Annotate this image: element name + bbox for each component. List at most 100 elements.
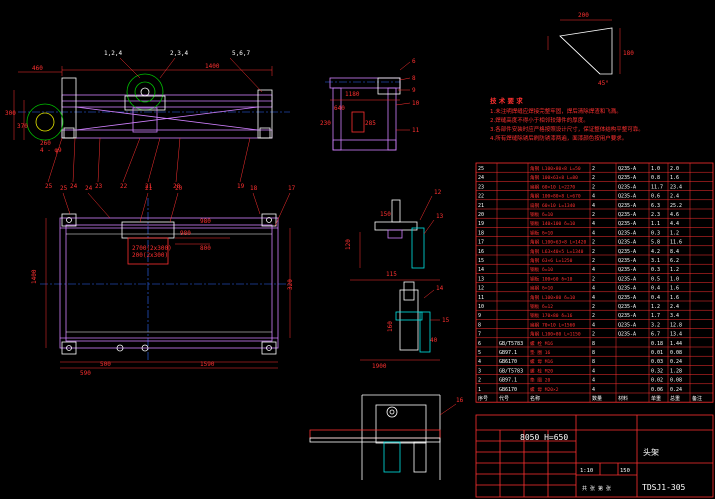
parts-table-cell: 角钢 L100×80 δ=10: [530, 294, 575, 301]
title-block: [475, 414, 714, 498]
top-dim-c: 800: [200, 245, 211, 252]
parts-table-cell: 4: [592, 387, 595, 393]
parts-table-cell: 螺 母 M20×2: [530, 386, 559, 393]
parts-table-cell: 20: [478, 212, 484, 218]
parts-table-cell: 2: [592, 175, 595, 181]
parts-table-cell: Q235-A: [618, 267, 636, 273]
parts-table-cell: 角钢 L100×80×8 L=50: [530, 165, 581, 172]
title-block-sheet: 共 张 第 张: [582, 485, 611, 492]
parts-table-cell: 1.7: [651, 313, 660, 319]
parts-table-cell: Q235-A: [618, 249, 636, 255]
top-dim-height: 1400: [31, 269, 38, 284]
parts-table-cell: 钢板 170×80 δ=16: [530, 312, 573, 319]
parts-table-cell: 1.0: [651, 166, 660, 172]
parts-table-cell: 角钢 L100×80 L=1150: [530, 331, 581, 338]
parts-table-cell: 12.8: [670, 322, 682, 328]
parts-table-cell: Q235-A: [618, 295, 636, 301]
parts-table-cell: 2.4: [670, 194, 679, 200]
top-label-18: 18: [250, 185, 258, 192]
section-label-14: 14: [436, 285, 444, 292]
parts-table-cell: 垫 圈 16: [530, 349, 550, 356]
parts-table-cell: 扁钢 70×10 L=1560: [530, 321, 575, 328]
parts-table-cell: 6: [478, 341, 481, 347]
parts-table-cell: 0.03: [651, 359, 663, 365]
parts-table-cell: 0.6: [651, 194, 660, 200]
parts-table-cell: 4: [592, 267, 595, 273]
parts-table-cell: 2.4: [670, 304, 679, 310]
top-dim-e: 1590: [200, 361, 215, 368]
section-view: [350, 195, 440, 361]
parts-table-cell: 8: [592, 359, 595, 365]
front-label-21: 21: [145, 183, 153, 190]
side-label-10: 10: [412, 100, 420, 107]
section-dim-120: 120: [345, 239, 352, 250]
top-dim-g: 320: [287, 279, 294, 290]
section-dim-40: 40: [430, 337, 438, 344]
parts-table-cell: 2: [592, 212, 595, 218]
parts-table-cell: Q235-A: [618, 304, 636, 310]
side-dim-230: 230: [320, 120, 331, 127]
parts-table-cell: 扁钢 60×10 L=2270: [530, 183, 575, 190]
detail-dim-angle: 45°: [598, 80, 609, 87]
parts-table-cell: 0.18: [651, 341, 663, 347]
parts-table-cell: 21: [478, 203, 484, 209]
parts-table-header-cell: 总重: [670, 395, 680, 402]
parts-table-cell: 25: [478, 166, 484, 172]
side-view: [325, 61, 411, 151]
parts-table-cell: 0.01: [651, 350, 663, 356]
side-label-11: 11: [412, 127, 420, 134]
parts-table-cell: 螺 母 M16: [530, 358, 553, 365]
parts-table-cell: 2: [592, 276, 595, 282]
notes-line-3: 3.各部件安装时应严格按照设计尺寸，保证整体结构平整可靠。: [490, 125, 644, 133]
parts-table-cell: 2: [592, 258, 595, 264]
parts-table-cell: GB/T5783: [499, 341, 523, 347]
parts-table-header-cell: 数量: [592, 395, 602, 402]
parts-table-cell: 3: [478, 368, 481, 374]
parts-table-cell: 1.2: [651, 304, 660, 310]
front-label-25: 25: [45, 183, 53, 190]
front-dim-width: 1400: [205, 63, 220, 70]
callout-1-2-4: 1,2,4: [104, 50, 122, 57]
parts-table-cell: 8.4: [670, 249, 679, 255]
parts-table-cell: 1: [478, 387, 481, 393]
parts-table-cell: 0.08: [670, 350, 682, 356]
parts-table-cell: 1.0: [670, 276, 679, 282]
parts-table-cell: Q235-A: [618, 240, 636, 246]
parts-table-cell: Q235-A: [618, 166, 636, 172]
parts-table-cell: 2: [592, 313, 595, 319]
parts-table-cell: 17: [478, 240, 484, 246]
parts-table-cell: 5.8: [651, 240, 660, 246]
front-label-24: 24: [70, 183, 78, 190]
parts-table-cell: 0.02: [651, 378, 663, 384]
title-block-scale: 1:10: [580, 468, 593, 474]
notes-line-1: 1.未注明焊缝应焊接完整牢固，焊后清除焊渣和飞溅。: [490, 107, 622, 115]
section-dim-160: 160: [387, 321, 394, 332]
parts-table-cell: Q235-A: [618, 286, 636, 292]
title-block-title: 8050 H=650: [520, 433, 568, 442]
top-label-24: 24: [85, 185, 93, 192]
parts-table-cell: 13.4: [670, 332, 682, 338]
parts-table-cell: 螺 栓 M16: [530, 340, 553, 347]
technical-notes: 技 术 要 求 1.未注明焊缝应焊接完整牢固，焊后清除焊渣和飞溅。 2.焊缝高度…: [490, 96, 644, 142]
parts-table-cell: 4: [592, 322, 595, 328]
top-dim-plate-2: 200(2x300): [132, 252, 168, 259]
top-view: [40, 192, 292, 369]
parts-table-cell: 4.2: [651, 249, 660, 255]
callout-2-3-4: 2,3,4: [170, 50, 188, 57]
notes-line-2: 2.焊缝高度不得小于相邻较薄件的厚度。: [490, 116, 589, 124]
parts-table-cell: 4.4: [670, 221, 679, 227]
top-label-20: 20: [175, 185, 183, 192]
parts-table-cell: 23: [478, 184, 484, 190]
parts-table-cell: Q235-A: [618, 230, 636, 236]
